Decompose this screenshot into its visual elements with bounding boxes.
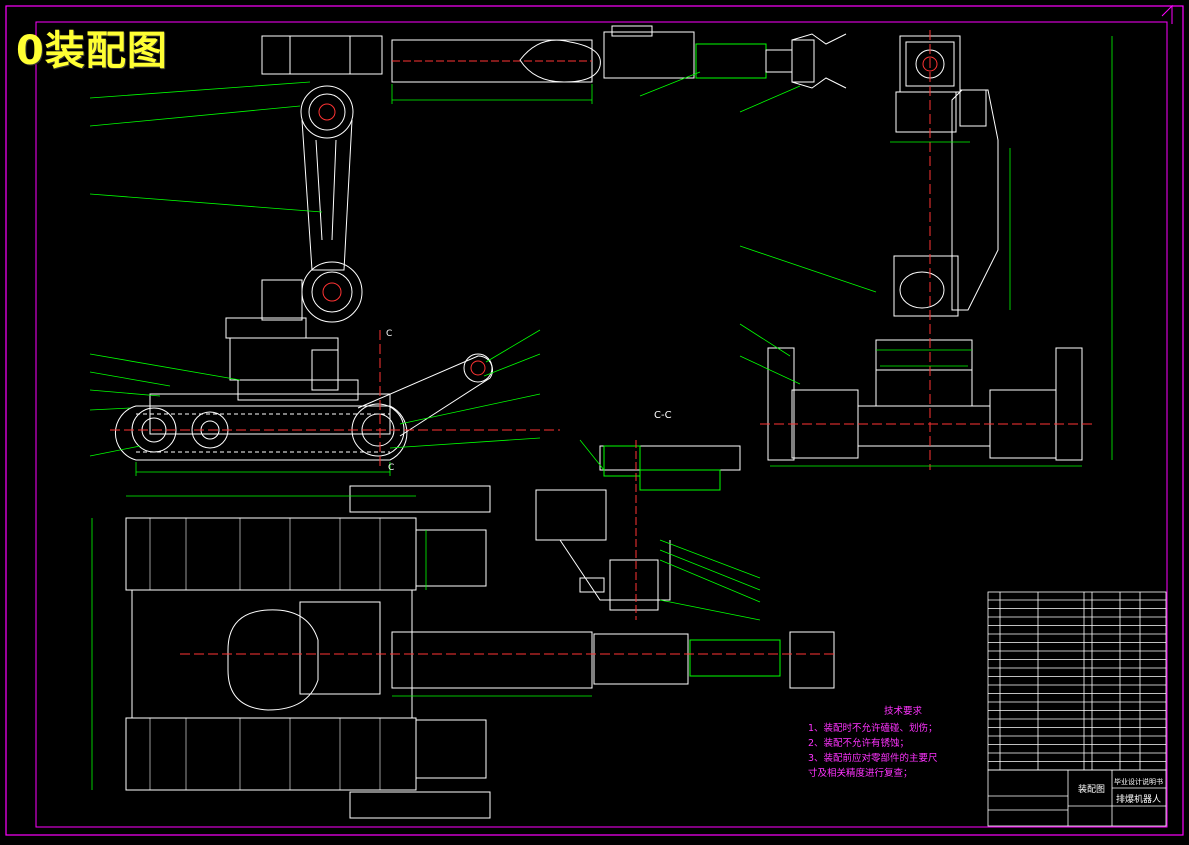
section-cc-view bbox=[535, 439, 761, 621]
tech-requirement-item: 3、装配前应对零部件的主要尺 bbox=[808, 753, 938, 764]
top-right-track bbox=[125, 717, 417, 791]
top-shoulder bbox=[227, 609, 319, 711]
flipper-track bbox=[357, 355, 493, 437]
shoulder-joint bbox=[300, 85, 354, 139]
upper-arm-segment bbox=[261, 35, 383, 75]
orientation-mark bbox=[1161, 4, 1173, 24]
front-view: C C bbox=[89, 25, 847, 476]
title-block-drawing-name: 装配图 bbox=[1078, 783, 1105, 795]
top-left-track bbox=[125, 517, 417, 591]
section-label-cc: C-C bbox=[654, 410, 672, 421]
wrist-gear bbox=[695, 43, 767, 79]
front-track bbox=[114, 405, 408, 461]
cut-label-bottom: C bbox=[388, 463, 394, 473]
tech-requirement-item: 1、装配时不允许磕碰、划伤； bbox=[808, 723, 938, 734]
inner-frame bbox=[35, 21, 1168, 828]
side-arm-link bbox=[951, 89, 999, 311]
gripper bbox=[791, 33, 847, 89]
tech-requirement-item: 寸及相关精度进行复查； bbox=[808, 768, 913, 779]
parts-list bbox=[987, 591, 1167, 771]
turret-body bbox=[225, 279, 307, 339]
title-block-school: 毕业设计说明书 bbox=[1114, 777, 1163, 786]
technical-requirements: 技术要求 1、装配时不允许磕碰、划伤； 2、装配不允许有锈蚀； 3、装配前应对零… bbox=[808, 704, 978, 781]
title-block-product-name: 排爆机器人 bbox=[1116, 793, 1161, 805]
wrist-motor bbox=[603, 31, 695, 79]
upper-arm-link bbox=[301, 119, 353, 271]
top-view bbox=[91, 485, 836, 819]
side-view bbox=[739, 30, 1113, 470]
base-joint bbox=[301, 261, 363, 323]
top-telescopic-arm bbox=[391, 631, 593, 689]
side-left-track bbox=[767, 347, 795, 461]
outer-frame bbox=[5, 5, 1184, 836]
cut-label-top: C bbox=[386, 329, 392, 339]
tech-requirement-item: 2、装配不允许有锈蚀； bbox=[808, 738, 910, 749]
top-gripper bbox=[789, 631, 835, 689]
side-right-track bbox=[1055, 347, 1083, 461]
drawing-title: 0装配图 bbox=[16, 28, 168, 74]
title-block bbox=[987, 769, 1167, 827]
tech-requirements-heading: 技术要求 bbox=[883, 706, 922, 717]
